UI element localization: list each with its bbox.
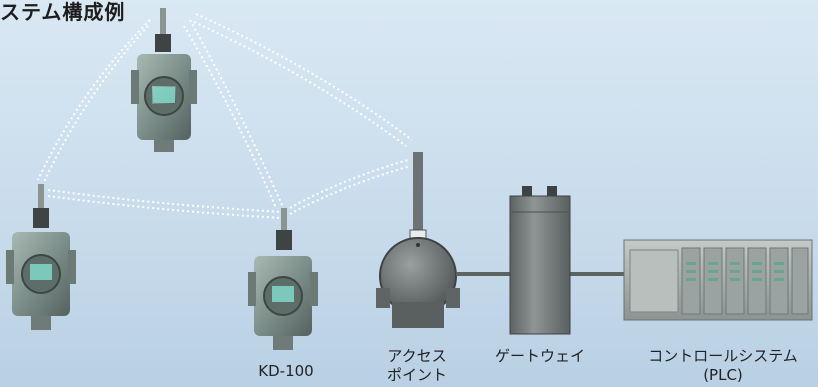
antenna-icon bbox=[413, 152, 423, 234]
page-title: ステム構成例 bbox=[0, 0, 126, 24]
antenna-icon bbox=[281, 208, 287, 232]
gateway bbox=[509, 186, 571, 335]
antenna-icon bbox=[38, 184, 44, 210]
access-point-label: アクセス ポイント bbox=[375, 347, 459, 385]
transmitter-kd100 bbox=[248, 208, 318, 350]
transmitter-label: KD-100 bbox=[258, 362, 314, 380]
control-system-label-line1: コントロールシステム bbox=[648, 347, 798, 365]
access-point bbox=[376, 152, 460, 328]
antenna-icon bbox=[160, 8, 166, 36]
gateway-label: ゲートウェイ bbox=[494, 347, 585, 365]
wireless-signal-icon bbox=[37, 13, 413, 219]
control-system-label: コントロールシステム (PLC) bbox=[628, 347, 818, 385]
transmitter-left bbox=[6, 184, 76, 330]
access-point-label-line1: アクセス bbox=[387, 347, 447, 365]
control-system-label-line2: (PLC) bbox=[703, 366, 743, 384]
plc-control-system bbox=[623, 239, 813, 321]
access-point-label-line2: ポイント bbox=[386, 366, 447, 384]
transmitter-top bbox=[131, 8, 197, 152]
